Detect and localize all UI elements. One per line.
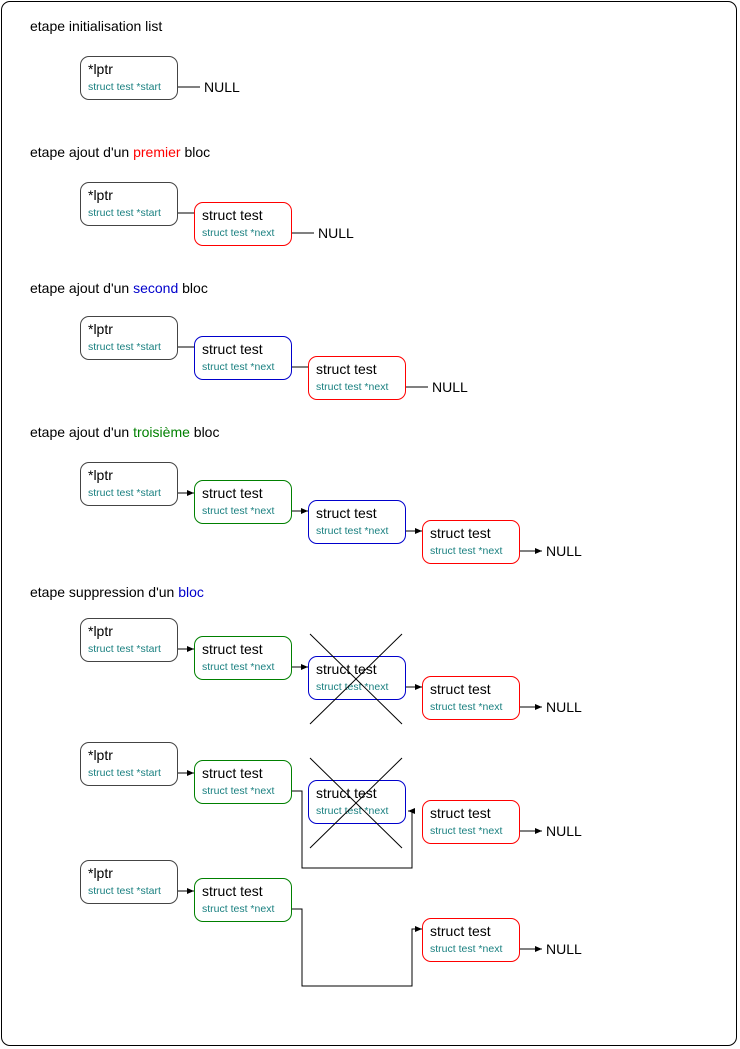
lptr-box: *lptr struct test *start xyxy=(80,56,178,100)
lptr-box: *lptr struct test *start xyxy=(80,618,178,662)
lptr-label: *lptr xyxy=(88,747,113,763)
node-label: struct test xyxy=(430,805,491,821)
step-title-text: bloc xyxy=(178,280,208,296)
node-box-green: struct test struct test *next xyxy=(194,636,292,680)
step-title-text: bloc xyxy=(180,144,211,160)
lptr-label: *lptr xyxy=(88,61,113,77)
lptr-label: *lptr xyxy=(88,321,113,337)
start-field-label: struct test *start xyxy=(88,643,161,655)
start-field-label: struct test *start xyxy=(88,767,161,779)
node-label: struct test xyxy=(316,785,377,801)
node-box-blue-deleted: struct test struct test *next xyxy=(308,780,406,824)
node-box-red: struct test struct test *next xyxy=(422,918,520,962)
null-label: NULL xyxy=(546,699,582,715)
lptr-label: *lptr xyxy=(88,865,113,881)
lptr-box: *lptr struct test *start xyxy=(80,182,178,226)
node-box-blue-deleted: struct test struct test *next xyxy=(308,656,406,700)
step-title-delete: etape suppression d'un bloc xyxy=(30,584,204,600)
step-title-highlight: premier xyxy=(133,144,181,160)
node-label: struct test xyxy=(316,661,377,677)
step-title-highlight: second xyxy=(133,280,179,296)
next-field-label: struct test *next xyxy=(202,361,275,373)
arrow-next-relinked xyxy=(292,908,422,987)
node-label: struct test xyxy=(202,485,263,501)
start-field-label: struct test *start xyxy=(88,487,161,499)
node-box-red: struct test struct test *next xyxy=(194,202,292,246)
step-title-add-second: etape ajout d'un second bloc xyxy=(30,280,208,296)
node-box-green: struct test struct test *next xyxy=(194,760,292,804)
start-field-label: struct test *start xyxy=(88,207,161,219)
node-box-blue: struct test struct test *next xyxy=(194,336,292,380)
start-field-label: struct test *start xyxy=(88,81,161,93)
null-label: NULL xyxy=(318,225,354,241)
start-field-label: struct test *start xyxy=(88,341,161,353)
next-field-label: struct test *next xyxy=(430,825,503,837)
node-box-red: struct test struct test *next xyxy=(422,800,520,844)
node-box-red: struct test struct test *next xyxy=(422,676,520,720)
node-label: struct test xyxy=(430,681,491,697)
node-box-blue: struct test struct test *next xyxy=(308,500,406,544)
null-label: NULL xyxy=(546,823,582,839)
next-field-label: struct test *next xyxy=(316,805,389,817)
step-title-text: bloc xyxy=(189,424,220,440)
node-label: struct test xyxy=(202,883,263,899)
lptr-label: *lptr xyxy=(88,467,113,483)
arrow-next-bypass xyxy=(292,790,415,869)
next-field-label: struct test *next xyxy=(202,505,275,517)
next-field-label: struct test *next xyxy=(430,943,503,955)
null-label: NULL xyxy=(546,543,582,559)
next-field-label: struct test *next xyxy=(202,227,275,239)
next-field-label: struct test *next xyxy=(430,701,503,713)
next-field-label: struct test *next xyxy=(430,545,503,557)
node-box-green: struct test struct test *next xyxy=(194,878,292,922)
step-title-text: etape suppression d'un xyxy=(30,584,179,600)
node-label: struct test xyxy=(202,207,263,223)
next-field-label: struct test *next xyxy=(316,525,389,537)
step-title-text: etape ajout d'un xyxy=(30,280,134,296)
node-box-green: struct test struct test *next xyxy=(194,480,292,524)
lptr-label: *lptr xyxy=(88,187,113,203)
next-field-label: struct test *next xyxy=(316,681,389,693)
node-label: struct test xyxy=(316,505,377,521)
null-label: NULL xyxy=(204,79,240,95)
next-field-label: struct test *next xyxy=(202,661,275,673)
step-title-highlight: bloc xyxy=(178,584,204,600)
lptr-box: *lptr struct test *start xyxy=(80,316,178,360)
step-title-add-third: etape ajout d'un troisième bloc xyxy=(30,424,219,440)
step-title-text: etape ajout d'un xyxy=(30,424,134,440)
node-label: struct test xyxy=(202,641,263,657)
step-title-add-first: etape ajout d'un premier bloc xyxy=(30,144,210,160)
node-label: struct test xyxy=(430,923,491,939)
step-title-text: etape initialisation list xyxy=(30,18,163,34)
next-field-label: struct test *next xyxy=(316,381,389,393)
lptr-label: *lptr xyxy=(88,623,113,639)
null-label: NULL xyxy=(546,941,582,957)
step-title-highlight: troisième xyxy=(133,424,190,440)
node-label: struct test xyxy=(202,341,263,357)
start-field-label: struct test *start xyxy=(88,885,161,897)
next-field-label: struct test *next xyxy=(202,785,275,797)
step-title-init: etape initialisation list xyxy=(30,18,162,34)
node-box-red: struct test struct test *next xyxy=(422,520,520,564)
node-box-red: struct test struct test *next xyxy=(308,356,406,400)
step-title-text: etape ajout d'un xyxy=(30,144,134,160)
lptr-box: *lptr struct test *start xyxy=(80,742,178,786)
next-field-label: struct test *next xyxy=(202,903,275,915)
node-label: struct test xyxy=(316,361,377,377)
null-label: NULL xyxy=(432,379,468,395)
node-label: struct test xyxy=(202,765,263,781)
lptr-box: *lptr struct test *start xyxy=(80,860,178,904)
node-label: struct test xyxy=(430,525,491,541)
lptr-box: *lptr struct test *start xyxy=(80,462,178,506)
